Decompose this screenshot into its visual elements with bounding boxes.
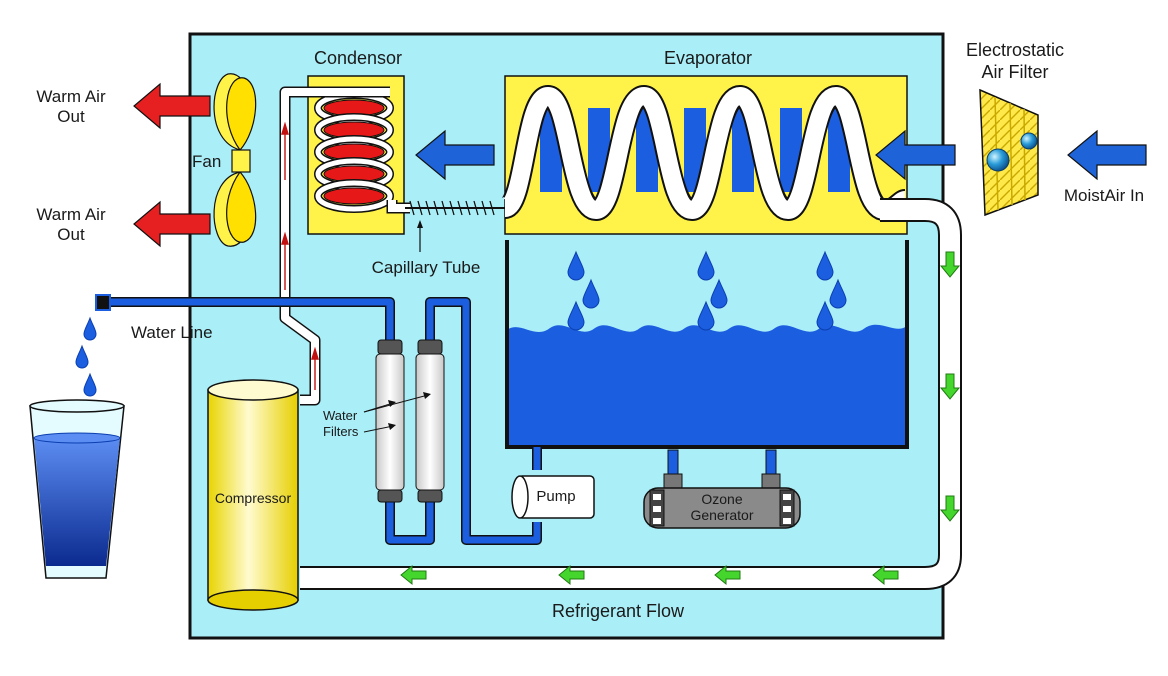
capillary-tube-label: Capillary Tube <box>372 258 481 277</box>
refrigerant-flow-label: Refrigerant Flow <box>552 601 685 621</box>
water-filters-label-2: Filters <box>323 424 359 439</box>
warm-air-bottom-label: Warm Air <box>36 205 106 224</box>
ozone-label: Ozone <box>701 491 742 507</box>
warm-air-bottom-out-label: Out <box>57 225 85 244</box>
water-tank <box>505 240 909 449</box>
air-arrow-evaporator <box>875 129 956 181</box>
pump <box>511 475 595 519</box>
warm-air-top-label: Warm Air <box>36 87 106 106</box>
electrostatic-air-filter <box>979 88 1039 217</box>
warm-air-arrow-bottom <box>133 200 211 248</box>
water-glass <box>29 316 125 579</box>
evaporator-label: Evaporator <box>664 48 752 68</box>
water-filters-label: Water <box>323 408 358 423</box>
condensation-drops <box>567 250 847 331</box>
water-filters <box>363 339 445 503</box>
condenser-coil <box>314 91 394 213</box>
refrigerant-flow-arrows <box>400 251 961 586</box>
condensor-label: Condensor <box>314 48 402 68</box>
moist-air-in-label: MoistAir In <box>1064 186 1144 205</box>
hot-flow-arrows <box>281 121 319 390</box>
warm-air-arrow-top <box>133 82 211 130</box>
air-arrow-condenser <box>415 129 495 181</box>
pump-label: Pump <box>536 488 575 505</box>
water-line-label: Water Line <box>131 323 213 342</box>
capillary-tube <box>405 200 505 252</box>
water-line-pipe <box>108 297 542 545</box>
moist-air-in-arrow <box>1067 129 1147 181</box>
fan <box>213 73 257 247</box>
compressor <box>207 379 299 611</box>
fan-label: Fan <box>192 152 221 171</box>
evaporator-coil <box>500 84 909 222</box>
ozone-generator <box>643 449 801 529</box>
compressor-label: Compressor <box>215 490 292 506</box>
water-line-nozzle <box>95 294 111 311</box>
warm-air-top-out-label: Out <box>57 107 85 126</box>
air-filter-label: Air Filter <box>982 62 1049 82</box>
electrostatic-label: Electrostatic <box>966 40 1064 60</box>
generator-label: Generator <box>690 507 753 523</box>
